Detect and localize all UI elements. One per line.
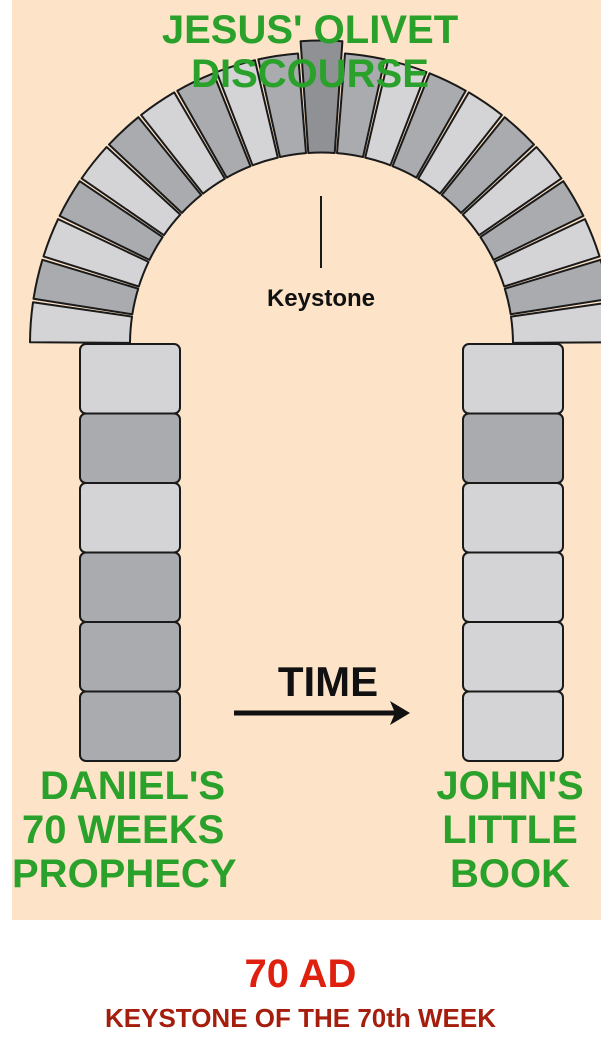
left-base-label: DANIEL'S 70 WEEKS PROPHECY (22, 764, 302, 896)
right-base-line: LITTLE (420, 808, 600, 852)
left-column-stone (80, 414, 180, 484)
top-title-line: DISCOURSE (140, 52, 480, 96)
left-column-stone (80, 553, 180, 623)
caption-year: 70 AD (0, 952, 601, 996)
right-column-stone (463, 622, 563, 692)
top-title: JESUS' OLIVET DISCOURSE (140, 8, 480, 96)
right-column-stones (463, 344, 563, 761)
left-base-line: DANIEL'S (22, 764, 302, 808)
time-label: TIME (278, 658, 378, 705)
left-column-stone (80, 622, 180, 692)
right-column-stone (463, 553, 563, 623)
left-base-line: PROPHECY (12, 852, 302, 896)
left-column-stone (80, 692, 180, 762)
left-column-stones (80, 344, 180, 761)
left-column-stone (80, 483, 180, 553)
top-title-line: JESUS' OLIVET (140, 8, 480, 52)
arch-diagram: Keystone TIME JESUS' OLIVET DISCOURSE DA… (12, 0, 601, 920)
right-column-stone (463, 692, 563, 762)
right-column-stone (463, 344, 563, 414)
left-base-line: 70 WEEKS (22, 808, 302, 852)
right-base-line: JOHN'S (420, 764, 600, 808)
right-base-label: JOHN'S LITTLE BOOK (420, 764, 600, 896)
right-column-stone (463, 483, 563, 553)
right-base-line: BOOK (420, 852, 600, 896)
right-column-stone (463, 414, 563, 484)
left-column-stone (80, 344, 180, 414)
caption-subtitle: KEYSTONE OF THE 70th WEEK (0, 1002, 601, 1034)
keystone-label: Keystone (267, 285, 375, 312)
